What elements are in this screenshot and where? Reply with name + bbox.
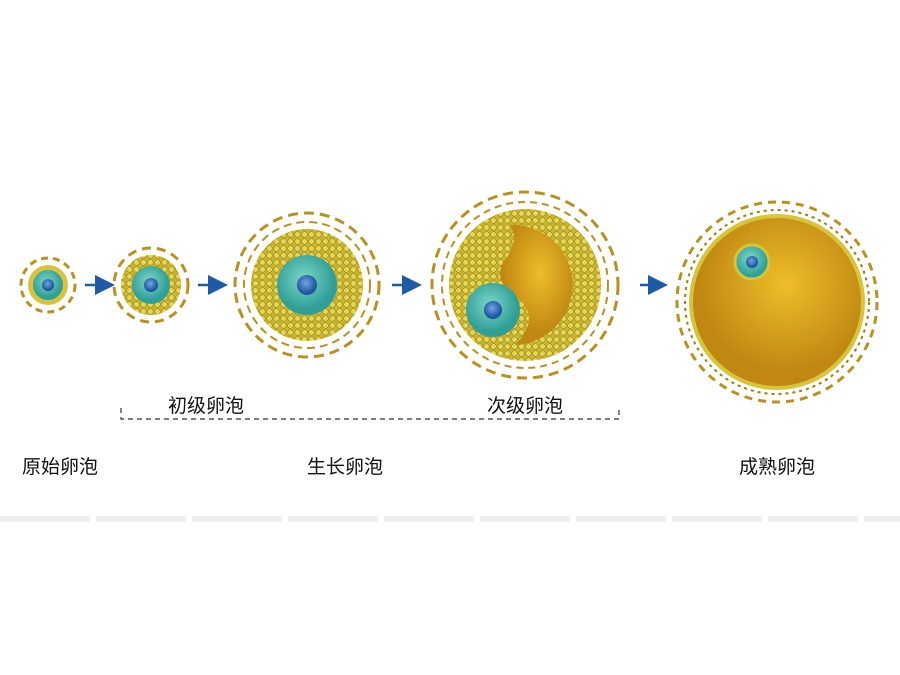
primordial-follicle xyxy=(19,256,77,314)
secondary-follicle xyxy=(430,190,620,380)
mature-follicle xyxy=(675,200,879,404)
primary-follicle-early xyxy=(112,246,190,324)
label-mature-follicle: 成熟卵泡 xyxy=(739,456,816,478)
primary-follicle-late xyxy=(233,211,381,359)
label-primary-follicle: 初级卵泡 xyxy=(168,395,245,417)
label-primordial-follicle: 原始卵泡 xyxy=(22,456,99,478)
label-growing-follicle: 生长卵泡 xyxy=(307,456,384,478)
growing-follicle-bracket xyxy=(120,408,620,420)
label-secondary-follicle: 次级卵泡 xyxy=(487,395,564,417)
watermark-strip xyxy=(0,516,900,522)
